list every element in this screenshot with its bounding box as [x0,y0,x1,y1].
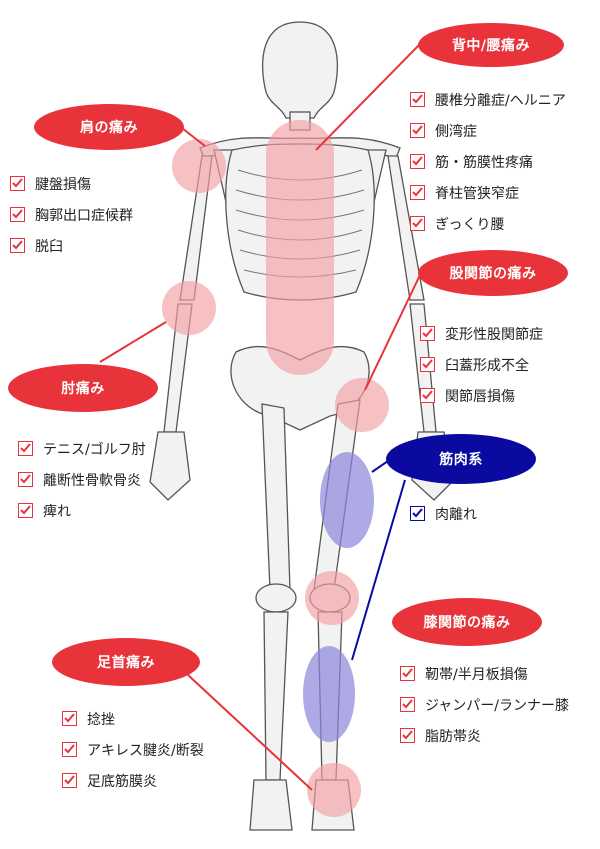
tibia-left [263,611,289,781]
connector-muscle-thigh [371,460,389,473]
check-icon [410,216,425,231]
elbow-pain-label: 肘痛み [8,364,158,412]
knee-pain-list: 靭帯/半月板損傷 ジャンパー/ランナー膝 脂肪帯炎 [400,658,569,751]
list-item: ぎっくり腰 [410,208,566,239]
knee-pain-label: 膝関節の痛み [392,598,542,646]
list-item: 変形性股関節症 [420,318,543,349]
check-icon [400,666,415,681]
list-item: 捻挫 [62,703,204,734]
check-icon [10,207,25,222]
check-icon [62,711,77,726]
check-icon [18,441,33,456]
check-icon [18,503,33,518]
list-item: 臼蓋形成不全 [420,349,543,380]
patella-left [255,583,297,613]
check-icon [410,123,425,138]
back-pain-list: 腰椎分離症/ヘルニア 側湾症 筋・筋膜性疼痛 脊柱管狭窄症 ぎっくり腰 [410,84,566,239]
list-item: アキレス腱炎/断裂 [62,734,204,765]
check-icon [400,697,415,712]
check-icon [10,238,25,253]
check-icon [420,326,435,341]
ankle-highlight [307,763,361,817]
check-icon [62,742,77,757]
list-item: 腱盤損傷 [10,168,133,199]
spine-highlight [266,120,334,375]
list-item: 筋・筋膜性疼痛 [410,146,566,177]
list-item: 離断性骨軟骨炎 [18,464,146,495]
connector-elbow [99,321,167,363]
foot-left [249,779,293,831]
check-icon [10,176,25,191]
ankle-pain-list: 捻挫 アキレス腱炎/断裂 足底筋膜炎 [62,703,204,796]
list-item: ジャンパー/ランナー膝 [400,689,569,720]
connector-back [315,43,421,151]
elbow-highlight [162,281,216,335]
list-item: 脂肪帯炎 [400,720,569,751]
list-item: テニス/ゴルフ肘 [18,433,146,464]
muscle-label: 筋肉系 [386,434,536,484]
hip-pain-label: 股関節の痛み [418,250,568,296]
list-item: 胸郭出口症候群 [10,199,133,230]
check-icon [410,154,425,169]
connector-ankle [187,674,313,791]
check-icon [62,773,77,788]
muscle-list: 肉離れ [410,498,477,529]
knee-highlight [305,571,359,625]
hand-left [149,431,191,501]
check-icon [420,357,435,372]
list-item: 側湾症 [410,115,566,146]
check-icon [400,728,415,743]
calf-muscle-highlight [303,646,355,742]
hip-pain-list: 変形性股関節症 臼蓋形成不全 関節唇損傷 [420,318,543,411]
back-pain-label: 背中/腰痛み [418,23,564,67]
list-item: 足底筋膜炎 [62,765,204,796]
skull [261,21,339,119]
check-icon [410,506,425,521]
shoulder-pain-list: 腱盤損傷 胸郭出口症候群 脱臼 [10,168,133,261]
check-icon [18,472,33,487]
list-item: 肉離れ [410,498,477,529]
shoulder-highlight [172,139,226,193]
list-item: 脱臼 [10,230,133,261]
ankle-pain-label: 足首痛み [52,638,200,686]
connector-hip [364,274,421,391]
hip-highlight [335,378,389,432]
thigh-muscle-highlight [320,452,374,548]
list-item: 靭帯/半月板損傷 [400,658,569,689]
list-item: 関節唇損傷 [420,380,543,411]
list-item: 痺れ [18,495,146,526]
humerus-right [387,155,425,301]
connector-muscle-calf [351,479,406,661]
list-item: 脊柱管狭窄症 [410,177,566,208]
shoulder-pain-label: 肩の痛み [34,104,184,150]
list-item: 腰椎分離症/ヘルニア [410,84,566,115]
elbow-pain-list: テニス/ゴルフ肘 離断性骨軟骨炎 痺れ [18,433,146,526]
check-icon [410,185,425,200]
femur-left [261,403,291,591]
check-icon [410,92,425,107]
check-icon [420,388,435,403]
